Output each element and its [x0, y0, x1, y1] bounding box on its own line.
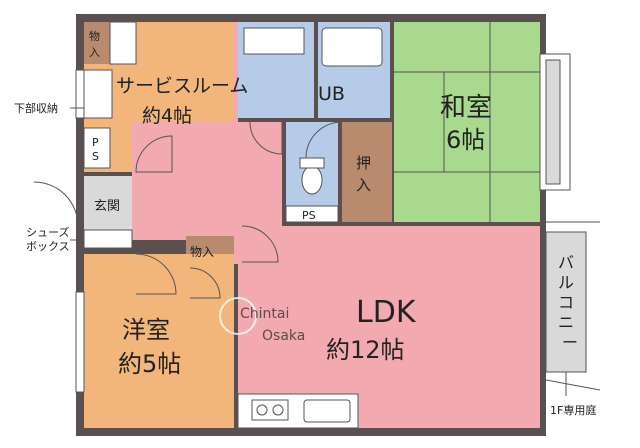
left-window-service — [75, 69, 85, 119]
genkan-entrance — [84, 176, 132, 230]
genkan-label: 玄関 — [94, 199, 120, 214]
lower-storage-box — [83, 69, 113, 119]
svg-text:ル: ル — [558, 273, 574, 292]
monoire-top-char1: 物 — [89, 29, 100, 43]
ps-top-char1: P — [92, 136, 99, 149]
ldk-size: 約12帖 — [326, 336, 405, 364]
washitsu-name: 和室 — [440, 93, 492, 123]
door-arc-washroom — [249, 121, 283, 155]
toilet-tank — [299, 157, 325, 169]
door-arc-ldk — [241, 225, 279, 263]
ps-top-char2: S — [92, 150, 99, 163]
lower-storage-label: 下部収納 — [14, 101, 58, 115]
youshitsu-room — [84, 254, 234, 428]
monoire-top-closet — [84, 22, 110, 64]
door-arc-toilet — [305, 121, 343, 159]
service-room-name: サービスルーム — [116, 75, 248, 97]
svg-text:バ: バ — [558, 253, 574, 272]
youshitsu-name: 洋室 — [122, 316, 170, 344]
bathtub — [321, 27, 383, 67]
washbasin — [243, 27, 305, 55]
balcony-label: バ ル コ ニ ー — [558, 253, 578, 352]
shoes-box-label-2: ボックス — [26, 240, 70, 253]
watermark-circle — [219, 297, 257, 335]
watermark-line2: Osaka — [262, 328, 305, 344]
monoire-top-door — [109, 21, 137, 65]
door-arc-youshitsu — [135, 253, 177, 295]
ps-toilet-label: PS — [302, 209, 316, 222]
oshiire-char1: 押 — [356, 154, 371, 172]
svg-text:ー: ー — [562, 333, 578, 352]
toilet-bowl — [301, 165, 323, 195]
door-arc-entrance — [33, 181, 79, 227]
washitsu-room — [394, 22, 540, 222]
svg-text:コ: コ — [558, 293, 574, 312]
service-room-size: 約4帖 — [142, 105, 192, 127]
svg-text:ニ: ニ — [558, 313, 574, 332]
door-arc-service — [135, 135, 173, 173]
sink — [303, 399, 351, 423]
ldk-name: LDK — [356, 295, 417, 330]
private-garden-label: 1F専用庭 — [550, 403, 596, 417]
oshiire-char2: 入 — [356, 176, 371, 194]
ps-toilet-box — [285, 205, 339, 223]
youshitsu-size: 約5帖 — [118, 350, 181, 378]
monoire-top-char2: 入 — [89, 46, 100, 59]
ps-top-box — [83, 127, 111, 169]
shoes-box — [83, 229, 133, 249]
watermark-line1: Chintai — [240, 306, 289, 322]
hallway — [132, 122, 282, 240]
ub-label: UB — [318, 83, 345, 105]
oshiire-closet — [342, 122, 392, 222]
left-window-youshitsu — [75, 291, 85, 393]
balcony — [545, 231, 587, 373]
door-arc-monoire — [189, 267, 221, 299]
washitsu-size: 6帖 — [446, 126, 485, 154]
shoes-box-label-1: シューズ — [26, 225, 69, 239]
monoire-mid-label: 物入 — [190, 245, 214, 259]
